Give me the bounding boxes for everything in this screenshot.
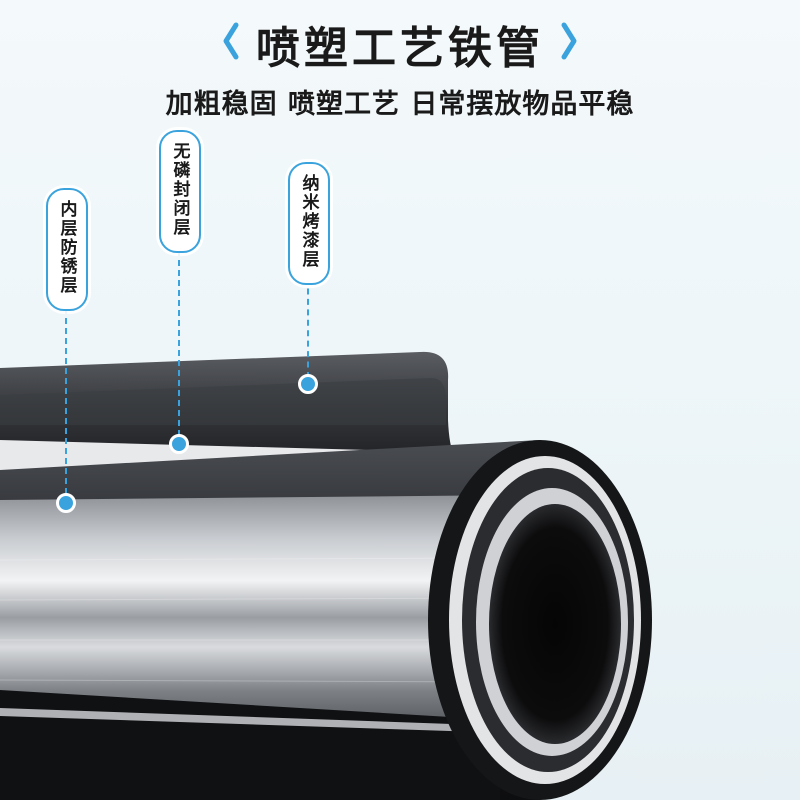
leader-line-nano	[307, 278, 309, 378]
leader-line-inner	[65, 308, 67, 494]
label-seal-layer: 无磷封闭层	[159, 130, 201, 253]
label-nano-text: 纳米烤漆层	[298, 174, 319, 269]
label-nano-layer: 纳米烤漆层	[288, 162, 330, 285]
left-brace-icon	[218, 21, 242, 68]
label-inner-rust-layer: 内层防锈层	[46, 188, 88, 311]
marker-dot-seal	[169, 434, 189, 454]
label-seal-text: 无磷封闭层	[169, 142, 190, 237]
steel-pipe-body	[0, 495, 520, 740]
right-brace-icon	[558, 21, 582, 68]
subtitle: 加粗稳固 喷塑工艺 日常摆放物品平稳	[165, 89, 635, 120]
title-bar: 喷塑工艺铁管	[0, 14, 800, 74]
marker-dot-nano	[298, 374, 318, 394]
label-inner-text: 内层防锈层	[56, 200, 77, 295]
leader-line-seal	[178, 250, 180, 436]
page-title: 喷塑工艺铁管	[256, 23, 544, 74]
marker-dot-inner	[56, 493, 76, 513]
